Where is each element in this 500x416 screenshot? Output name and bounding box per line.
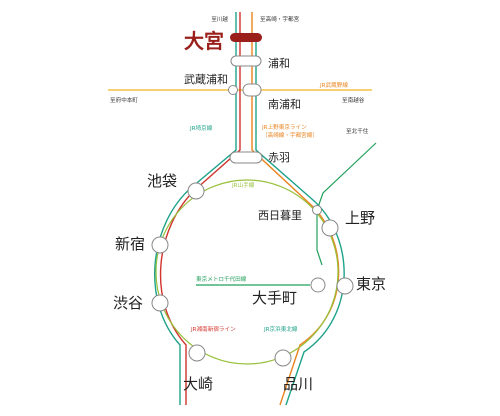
label-ueno-tokyo-1: JR上野東京ライン <box>261 123 307 131</box>
shibuya-marker <box>151 294 169 312</box>
station-ikebukuro: 池袋 <box>147 172 177 190</box>
label-shonan: JR湘南新宿ライン <box>190 325 236 333</box>
otemachi-marker <box>310 277 326 293</box>
label-musashino: JR武蔵野線 <box>319 81 348 89</box>
osaki-marker <box>188 344 206 362</box>
dest-fuchu-hommachi: 至府中本町 <box>110 96 138 104</box>
station-akabane: 赤羽 <box>268 151 290 164</box>
urawa-marker <box>230 55 262 67</box>
chiyoda-line <box>316 142 377 266</box>
dest-kita-senju: 至北千住 <box>346 127 369 135</box>
hub-name: 大宮 <box>184 29 224 53</box>
nishi-nippori-marker <box>312 205 322 215</box>
omiya-hub-bar <box>230 33 262 42</box>
station-shinagawa: 品川 <box>283 375 313 393</box>
station-musashi-urawa: 武蔵浦和 <box>184 73 228 86</box>
dest-kawagoe: 至川越 <box>211 15 228 23</box>
tokyo-marker <box>336 277 354 295</box>
station-tokyo: 東京 <box>356 275 386 293</box>
minami-urawa-marker <box>242 83 262 97</box>
ueno-marker <box>321 219 339 237</box>
station-ueno: 上野 <box>345 209 375 227</box>
station-osaki: 大崎 <box>183 375 213 393</box>
dest-takasaki-utsunomiya: 至高崎・宇都宮 <box>260 15 300 23</box>
musashi-urawa-marker <box>228 85 238 95</box>
station-urawa: 浦和 <box>268 57 290 70</box>
shinjuku-marker <box>151 236 169 254</box>
label-chiyoda: 東京メトロ千代田線 <box>196 275 247 283</box>
label-keihin: JR京浜東北線 <box>263 325 298 333</box>
station-minami-urawa: 南浦和 <box>268 98 301 111</box>
dest-minami-koshigaya: 至南越谷 <box>342 96 365 104</box>
station-shinjuku: 新宿 <box>115 235 145 253</box>
label-saikyo: JR埼京線 <box>189 124 213 132</box>
shinagawa-marker <box>274 349 292 367</box>
ikebukuro-marker <box>187 182 205 200</box>
station-nishi-nippori: 西日暮里 <box>258 208 302 222</box>
yamanote-loop <box>155 179 339 365</box>
label-yamanote: JR山手線 <box>231 181 255 189</box>
station-shibuya: 渋谷 <box>113 294 143 312</box>
station-otemachi: 大手町 <box>252 289 297 307</box>
akabane-marker <box>229 151 263 164</box>
keihin-tohoku-line <box>255 35 345 406</box>
label-ueno-tokyo-2: （高崎線・宇都宮線） <box>262 131 318 139</box>
